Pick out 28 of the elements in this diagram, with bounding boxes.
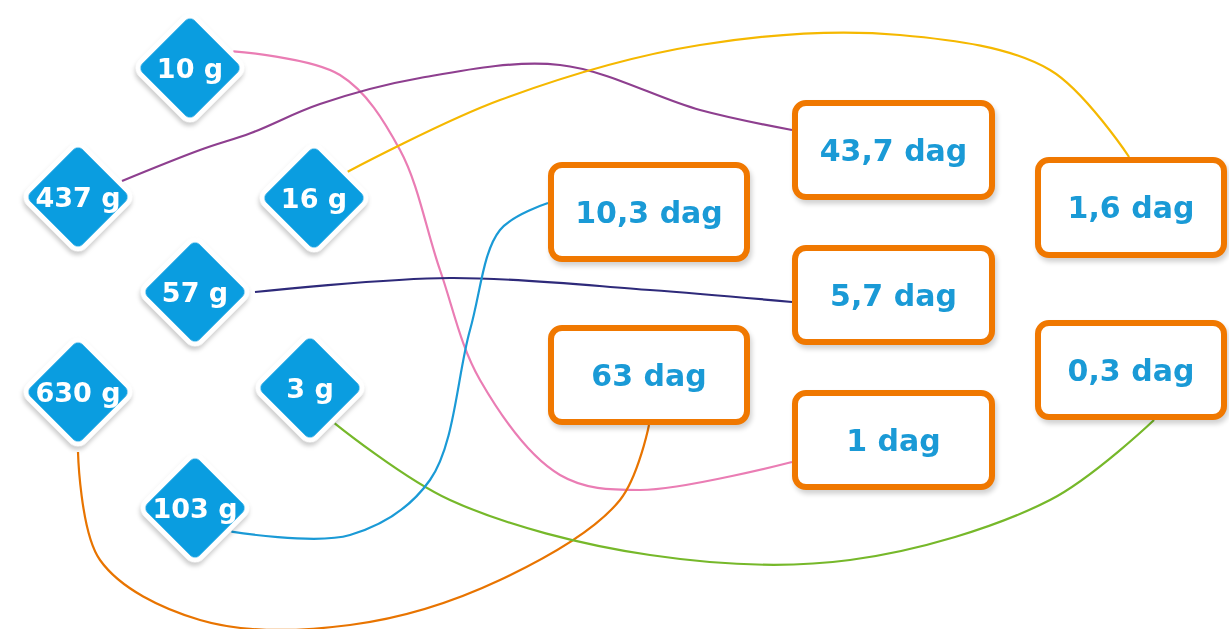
value-label: 0,3 dag — [1067, 352, 1195, 388]
connector-line — [347, 31, 1130, 173]
weight-label: 437 g — [35, 181, 121, 213]
value-label: 63 dag — [591, 357, 707, 393]
value-label: 43,7 dag — [819, 132, 968, 168]
connector-line — [254, 276, 793, 304]
answer-card — [792, 390, 995, 490]
value-label: 1,6 dag — [1067, 190, 1195, 225]
weight-label: 630 g — [35, 376, 121, 408]
weight-label: 103 g — [152, 492, 238, 524]
answer-card — [792, 245, 995, 345]
connector-line — [76, 424, 651, 629]
answer-card — [548, 162, 750, 262]
answer-card — [548, 325, 750, 425]
connector-line — [233, 50, 793, 492]
connector-line — [121, 62, 793, 182]
weight-label: 16 g — [280, 182, 348, 214]
connector-line — [334, 419, 1155, 566]
value-label: 1 dag — [846, 422, 941, 458]
weight-label: 57 g — [161, 276, 229, 308]
weight-label: 10 g — [156, 52, 224, 84]
answer-card — [1035, 157, 1227, 258]
connector-line — [231, 201, 549, 540]
value-label: 10,3 dag — [575, 194, 723, 230]
weight-label: 3 g — [286, 372, 334, 404]
value-label: 5,7 dag — [830, 277, 957, 313]
answer-card — [792, 100, 995, 200]
answer-card — [1035, 320, 1227, 420]
